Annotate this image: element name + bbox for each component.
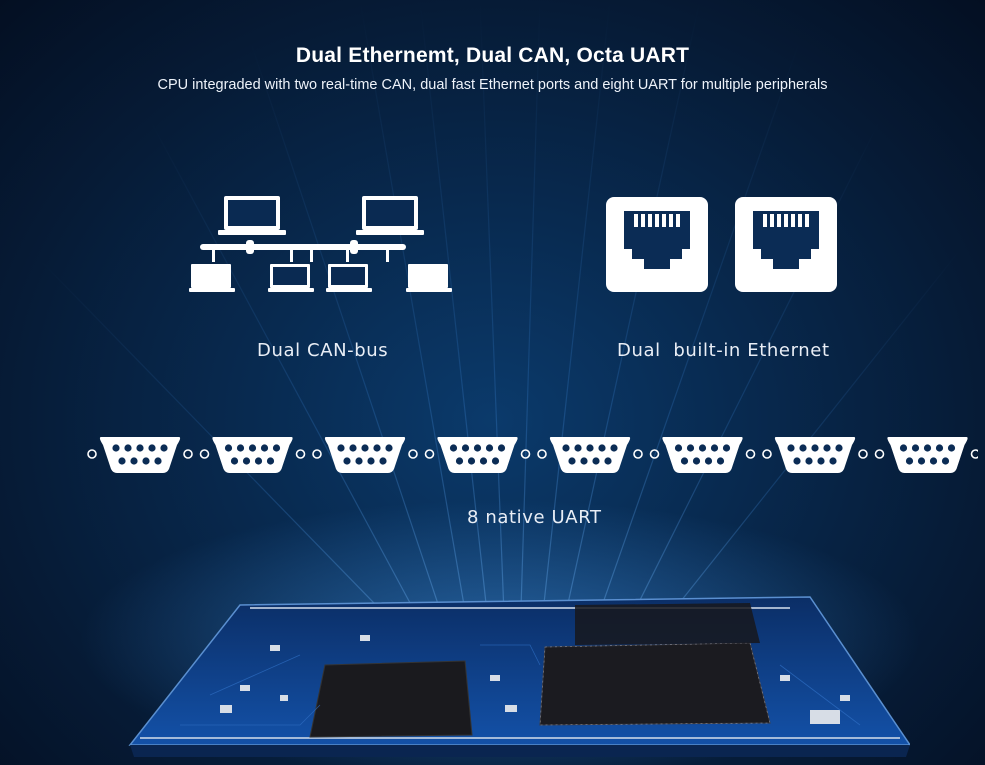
rj45-port-icon <box>735 197 837 292</box>
db9-connector-icon <box>87 437 193 473</box>
db9-connector-icon <box>874 437 978 473</box>
laptop-icon <box>356 196 424 235</box>
db9-connector-icon <box>537 437 643 473</box>
ethernet-label: Dual built-in Ethernet <box>617 340 830 361</box>
rj45-port-icon <box>606 197 708 292</box>
flash-chip <box>575 603 760 645</box>
laptop-icon <box>218 196 286 235</box>
memory-chip <box>309 660 473 738</box>
page-subtitle: CPU integraded with two real-time CAN, d… <box>157 77 828 93</box>
laptop-icon <box>268 264 314 292</box>
laptop-icon <box>326 264 372 292</box>
db9-connector-icon <box>424 437 531 473</box>
uart-connector-row <box>87 437 978 473</box>
laptop-icon <box>406 264 452 292</box>
db9-connector-icon <box>312 437 418 473</box>
db9-connector-icon <box>649 437 756 473</box>
db9-connector-icon <box>762 437 868 473</box>
processor-chip <box>539 642 771 726</box>
can-bus-label: Dual CAN-bus <box>257 340 389 361</box>
network-bus-icon <box>189 196 452 292</box>
db9-connector-icon <box>199 437 306 473</box>
page-title: Dual Ethernemt, Dual CAN, Octa UART <box>295 44 690 67</box>
laptop-icon <box>189 264 235 292</box>
system-on-module-board <box>128 596 910 757</box>
uart-label: 8 native UART <box>467 507 602 528</box>
